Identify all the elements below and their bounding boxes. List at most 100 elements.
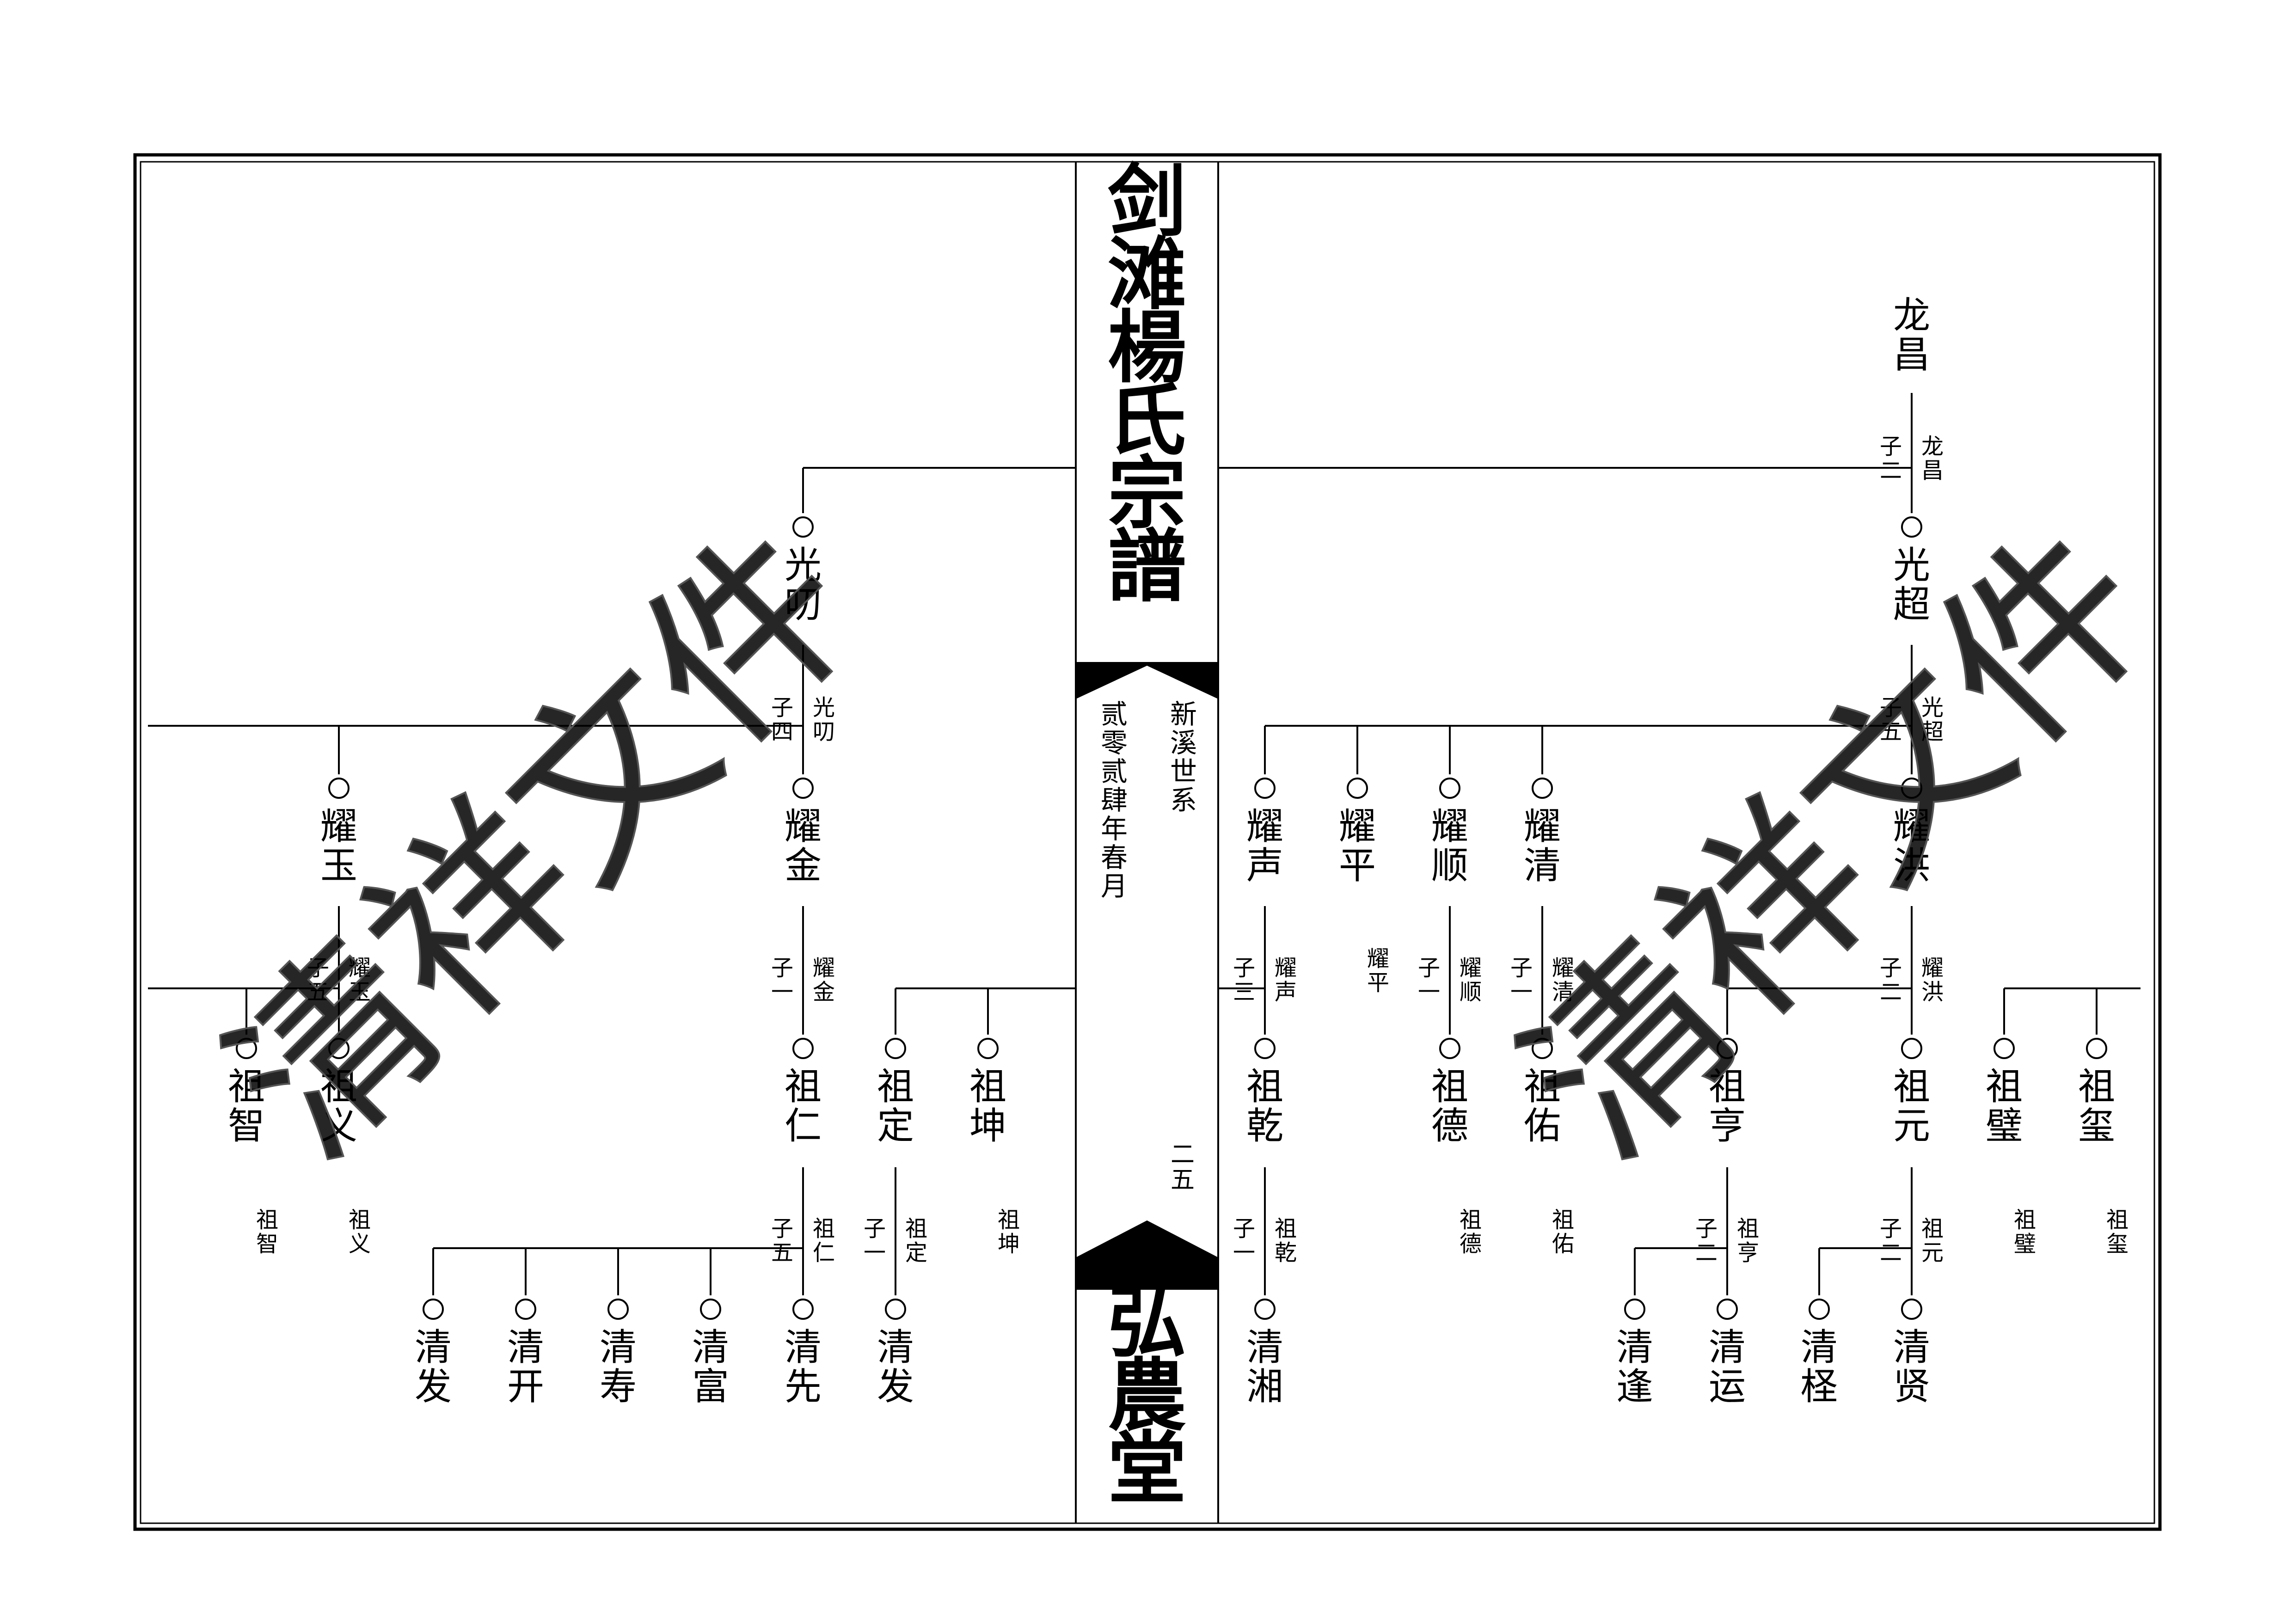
member-name-qingyun-char: 清 bbox=[1709, 1326, 1746, 1369]
parent-note-zuyi-char: 玉 bbox=[349, 979, 371, 1005]
node-circle-qingfa_a bbox=[423, 1299, 444, 1320]
spine-subtitle-left-char: 春 bbox=[1101, 842, 1128, 873]
leaf-note-zuyi-char: 祖 bbox=[349, 1207, 371, 1233]
member-name-yaoqing-char: 耀 bbox=[1524, 805, 1561, 848]
member-name-qingshou: 清寿 bbox=[600, 1326, 637, 1408]
member-name-qingkai: 清开 bbox=[507, 1326, 544, 1408]
member-name-guangdao: 光叨 bbox=[785, 544, 822, 626]
member-name-zuxi-char: 玺 bbox=[2078, 1104, 2115, 1147]
node-circle-qingxian_l bbox=[792, 1299, 814, 1320]
member-name-zubi: 祖璧 bbox=[1986, 1065, 2023, 1147]
member-name-qingxian_l-char: 先 bbox=[785, 1365, 822, 1408]
member-name-zuyou-char: 祖 bbox=[1524, 1065, 1561, 1108]
node-circle-zukun bbox=[977, 1038, 999, 1059]
parent-note-qingyun-char: 亨 bbox=[1737, 1240, 1759, 1266]
parent-note-qingxian_r-char: 祖 bbox=[1921, 1216, 1944, 1242]
parent-note-qingfa_b: 祖定 bbox=[905, 1216, 927, 1266]
leaf-note-zuyi: 祖义 bbox=[349, 1207, 371, 1257]
member-name-qingcheng-char: 柽 bbox=[1801, 1365, 1838, 1408]
parent-note-guangchao-char: 昌 bbox=[1921, 458, 1944, 484]
node-circle-zuyi bbox=[328, 1038, 350, 1059]
parent-note-guangchao: 龙昌 bbox=[1921, 434, 1944, 484]
child-count-zude-char: 一 bbox=[1418, 979, 1440, 1005]
child-count-zuyou: 子一 bbox=[1510, 955, 1533, 1005]
member-name-qingxiang-char: 湘 bbox=[1246, 1365, 1283, 1408]
leaf-note-zuxi: 祖玺 bbox=[2106, 1207, 2128, 1257]
node-circle-yaosheng bbox=[1254, 778, 1276, 799]
member-name-qingxian_l: 清先 bbox=[785, 1326, 822, 1408]
tree-lines bbox=[148, 393, 2141, 1295]
member-name-qingshou-char: 寿 bbox=[600, 1365, 637, 1408]
child-count-qingxiang-char: 子 bbox=[1233, 1216, 1255, 1242]
member-name-yaohong-char: 洪 bbox=[1893, 844, 1930, 887]
child-count-zuyou-char: 一 bbox=[1510, 979, 1533, 1005]
member-name-zuyi-char: 祖 bbox=[320, 1065, 357, 1108]
spine-subtitle-left-char: 贰 bbox=[1101, 756, 1128, 787]
member-name-qingfu: 清富 bbox=[692, 1326, 729, 1408]
node-circle-guangchao bbox=[1901, 516, 1922, 538]
member-name-zubi-char: 祖 bbox=[1986, 1065, 2023, 1108]
member-name-zuren-char: 祖 bbox=[785, 1065, 822, 1108]
node-circle-yaoping bbox=[1347, 778, 1368, 799]
member-name-zuding-char: 祖 bbox=[877, 1065, 914, 1108]
spine-fishtail-bottom bbox=[1076, 1220, 1218, 1290]
member-name-zuheng: 祖亨 bbox=[1709, 1065, 1746, 1147]
child-count-qingxian_r: 子二 bbox=[1880, 1216, 1902, 1266]
member-name-zuxi-char: 祖 bbox=[2078, 1065, 2115, 1108]
node-circle-qingcheng bbox=[1809, 1299, 1830, 1320]
member-name-yaoshun-char: 顺 bbox=[1431, 844, 1468, 887]
leaf-note-yaoping-char: 平 bbox=[1367, 970, 1389, 996]
child-count-zuqian-char: 子 bbox=[1233, 955, 1255, 981]
child-count-qingxiang-char: 一 bbox=[1233, 1240, 1255, 1266]
child-count-zude: 子一 bbox=[1418, 955, 1440, 1005]
member-name-yaoping-char: 耀 bbox=[1339, 805, 1376, 848]
child-count-qingyun-char: 二 bbox=[1695, 1240, 1717, 1266]
spine-subtitle-right-char: 世 bbox=[1170, 756, 1197, 787]
child-count-yaojin-char: 四 bbox=[771, 719, 793, 745]
outer-frame bbox=[133, 153, 2162, 1531]
parent-note-yaohong-char: 超 bbox=[1921, 719, 1944, 745]
child-count-qingxiang: 子一 bbox=[1233, 1216, 1255, 1266]
node-circle-zuyuan bbox=[1901, 1038, 1922, 1059]
member-name-longchang-char: 昌 bbox=[1893, 333, 1930, 376]
leaf-note-zukun-char: 坤 bbox=[998, 1231, 1020, 1257]
member-name-zude: 祖德 bbox=[1431, 1065, 1468, 1147]
parent-note-qingxian_l-char: 仁 bbox=[813, 1240, 835, 1266]
member-name-zukun-char: 坤 bbox=[969, 1104, 1006, 1147]
node-circle-zuheng bbox=[1717, 1038, 1738, 1059]
member-name-qingxiang: 清湘 bbox=[1246, 1326, 1283, 1408]
member-name-guangdao-char: 光 bbox=[785, 544, 822, 587]
spine-subtitle-right-char: 系 bbox=[1170, 784, 1197, 816]
parent-note-guangchao-char: 龙 bbox=[1921, 434, 1944, 460]
member-name-zuyuan: 祖元 bbox=[1893, 1065, 1930, 1147]
child-count-qingxian_l-char: 五 bbox=[771, 1240, 793, 1266]
leaf-note-zuzhi-char: 智 bbox=[256, 1231, 278, 1257]
node-circle-zubi bbox=[1993, 1038, 2015, 1059]
child-count-qingxian_l-char: 子 bbox=[771, 1216, 793, 1242]
member-name-qingyun: 清运 bbox=[1709, 1326, 1746, 1408]
leaf-note-zude-char: 祖 bbox=[1460, 1207, 1482, 1233]
node-circle-qingyun bbox=[1717, 1299, 1738, 1320]
member-name-yaoqing-char: 清 bbox=[1524, 844, 1561, 887]
parent-note-qingxian_r-char: 元 bbox=[1921, 1240, 1944, 1266]
member-name-zuheng-char: 祖 bbox=[1709, 1065, 1746, 1108]
parent-note-zuyuan-char: 耀 bbox=[1921, 955, 1944, 981]
member-name-yaosheng-char: 耀 bbox=[1246, 805, 1283, 848]
member-name-qingfa_b-char: 清 bbox=[877, 1326, 914, 1369]
node-circle-qingshou bbox=[607, 1299, 629, 1320]
child-count-qingfa_b-char: 子 bbox=[864, 1216, 886, 1242]
parent-note-qingyun: 祖亨 bbox=[1737, 1216, 1759, 1266]
node-circle-zude bbox=[1439, 1038, 1460, 1059]
spine-subtitle-left-char: 年 bbox=[1101, 813, 1128, 845]
parent-note-zuyou: 耀清 bbox=[1552, 955, 1574, 1005]
member-name-yaoyu: 耀玉 bbox=[320, 805, 357, 887]
child-count-qingfa_b-char: 一 bbox=[864, 1240, 886, 1266]
parent-note-zuyuan: 耀洪 bbox=[1921, 955, 1944, 1005]
node-circle-yaoqing bbox=[1532, 778, 1553, 799]
member-name-zuqian-char: 祖 bbox=[1246, 1065, 1283, 1108]
